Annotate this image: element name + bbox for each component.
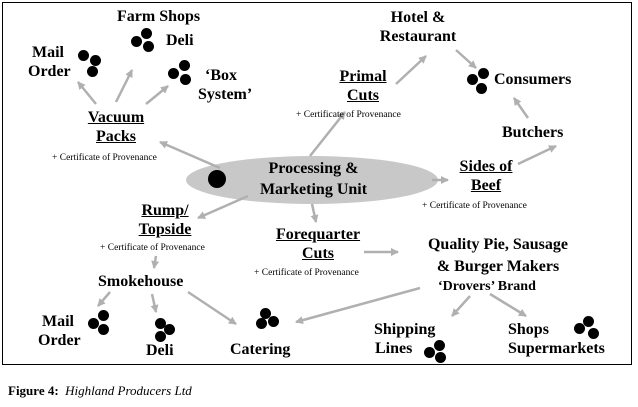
arrow-butchers-to-consumers xyxy=(512,97,530,119)
quality-makers-label: Quality Pie, Sausage & Burger Makers xyxy=(404,235,592,276)
arrow-smoke-to-deli xyxy=(150,293,159,313)
arrow-to-primal-cuts xyxy=(309,111,346,157)
sides-of-beef-line2: Beef xyxy=(470,177,502,194)
mail-order-top-line1: Mail xyxy=(32,44,64,61)
drovers-brand-label: ‘Drovers’ Brand xyxy=(438,279,536,294)
deli-top-label: Deli xyxy=(166,32,194,49)
shops-line1: Shops xyxy=(508,321,549,338)
arrow-beef-to-butchers xyxy=(517,144,557,166)
primal-cuts-label: Primal Cuts xyxy=(325,67,401,105)
arrow-vp-to-mail-order xyxy=(77,81,97,105)
consumers-label: Consumers xyxy=(494,71,572,88)
arrow-smoke-to-catering xyxy=(187,290,237,326)
box-system-line2: System’ xyxy=(198,86,253,103)
rump-topside-label: Rump/ Topside xyxy=(126,201,204,239)
vacuum-packs-label: Vacuum Packs xyxy=(76,108,156,146)
rump-topside-certificate: + Certificate of Provenance xyxy=(100,243,205,253)
arrow-quality-to-shops xyxy=(489,292,527,318)
mail-order-bottom-label: Mail Order xyxy=(38,312,81,350)
diagram-frame xyxy=(2,2,632,365)
mail-order-bottom-line1: Mail xyxy=(42,313,74,330)
processing-line2: Marketing Unit xyxy=(259,181,368,198)
mail-order-top-label: Mail Order xyxy=(28,43,71,81)
arrow-hotel-to-consumers xyxy=(455,49,477,69)
smokehouse-label: Smokehouse xyxy=(98,273,184,290)
hotel-line2: Restaurant xyxy=(379,28,457,45)
processing-line1: Processing & xyxy=(268,160,359,177)
box-system-line1: ‘Box xyxy=(205,67,237,84)
arrow-quality-to-catering xyxy=(295,286,421,325)
butchers-label: Butchers xyxy=(502,124,564,141)
arrow-primal-to-hotel xyxy=(395,55,427,85)
forequarter-cuts-label: Forequarter Cuts xyxy=(262,225,374,263)
arrow-quality-to-shipping xyxy=(451,295,471,317)
mail-order-bottom-line2: Order xyxy=(38,332,81,349)
figure-title: Highland Producers Ltd xyxy=(65,383,192,398)
hotel-restaurant-label: Hotel & Restaurant xyxy=(366,8,470,46)
forequarter-line1: Forequarter xyxy=(275,226,361,243)
figure-caption: Figure 4: Highland Producers Ltd xyxy=(8,383,192,399)
shipping-line2: Lines xyxy=(375,340,413,357)
arrow-vp-to-box-system xyxy=(145,85,169,105)
vacuum-packs-certificate: + Certificate of Provenance xyxy=(52,153,157,163)
shipping-line1: Shipping xyxy=(374,321,436,338)
quality-line2: & Burger Makers xyxy=(436,258,560,275)
processing-unit-dot xyxy=(208,170,226,188)
primal-cuts-certificate: + Certificate of Provenance xyxy=(296,110,401,120)
arrow-rump-to-smokehouse xyxy=(151,255,160,269)
vacuum-packs-line1: Vacuum xyxy=(87,109,145,126)
arrow-vp-to-farm-shops xyxy=(114,69,134,103)
mail-order-top-line2: Order xyxy=(28,63,71,80)
rump-line1: Rump/ xyxy=(141,202,189,219)
arrow-to-vacuum-packs xyxy=(159,140,221,170)
catering-label: Catering xyxy=(230,341,291,358)
deli-bottom-label: Deli xyxy=(146,342,174,359)
shops-line2: Supermarkets xyxy=(508,340,605,357)
vacuum-packs-line2: Packs xyxy=(96,128,136,145)
sides-of-beef-line1: Sides of xyxy=(459,158,513,175)
arrow-to-rump xyxy=(197,194,249,220)
forequarter-certificate: + Certificate of Provenance xyxy=(254,268,359,278)
primal-cuts-line2: Cuts xyxy=(346,87,379,104)
processing-unit-ellipse xyxy=(186,156,438,204)
box-system-label: ‘Box System’ xyxy=(198,66,252,104)
figure-number: Figure 4: xyxy=(8,383,59,398)
primal-cuts-line1: Primal xyxy=(339,68,387,85)
shops-supermarkets-label: Shops Supermarkets xyxy=(508,320,605,358)
hotel-line1: Hotel & xyxy=(390,9,446,26)
arrow-to-forequarter xyxy=(310,203,319,223)
rump-line2: Topside xyxy=(138,221,192,238)
sides-of-beef-label: Sides of Beef xyxy=(446,157,526,195)
arrow-smoke-to-mail-order xyxy=(97,291,111,307)
farm-shops-label: Farm Shops xyxy=(117,8,201,25)
quality-line1: Quality Pie, Sausage xyxy=(427,236,568,253)
processing-unit-label: Processing & Marketing Unit xyxy=(226,158,401,200)
sides-of-beef-certificate: + Certificate of Provenance xyxy=(422,201,527,211)
forequarter-line2: Cuts xyxy=(301,245,334,262)
shipping-lines-label: Shipping Lines xyxy=(374,320,435,358)
